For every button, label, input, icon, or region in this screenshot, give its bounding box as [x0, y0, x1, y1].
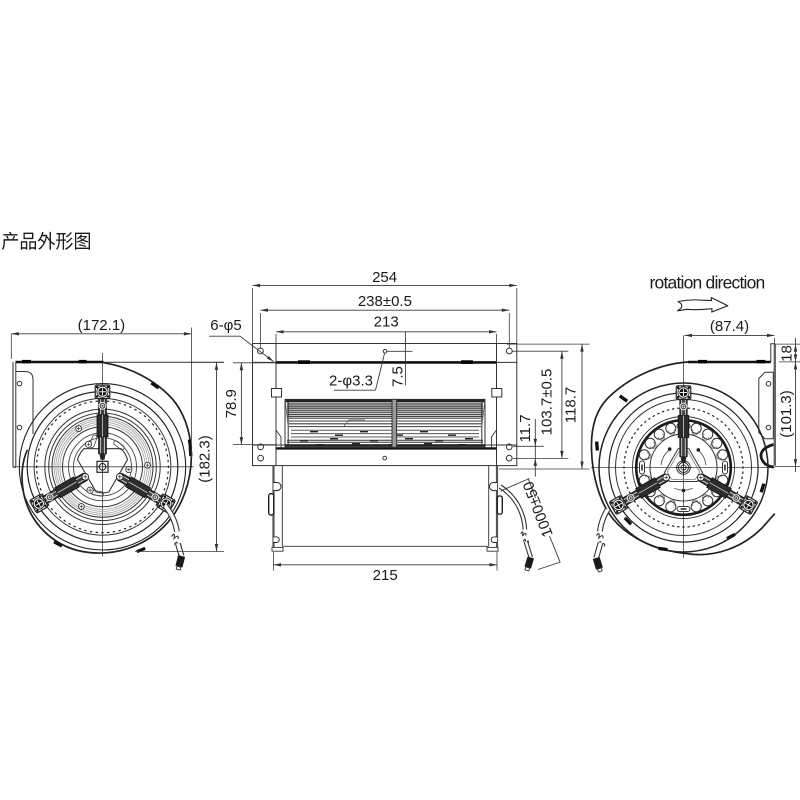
svg-text:18: 18 [779, 345, 796, 362]
svg-text:(87.4): (87.4) [710, 318, 749, 335]
svg-text:213: 213 [374, 314, 399, 331]
svg-text:(101.3): (101.3) [778, 390, 795, 438]
svg-text:238±0.5: 238±0.5 [358, 293, 412, 310]
svg-text:(182.3): (182.3) [197, 435, 214, 483]
svg-text:118.7: 118.7 [563, 387, 580, 423]
svg-text:6-φ5: 6-φ5 [210, 317, 241, 334]
svg-text:215: 215 [373, 567, 398, 584]
svg-text:78.9: 78.9 [223, 389, 240, 418]
svg-text:7.5: 7.5 [389, 366, 406, 387]
svg-text:2-φ3.3: 2-φ3.3 [329, 373, 373, 390]
svg-text:(172.1): (172.1) [78, 317, 126, 334]
svg-text:103.7±0.5: 103.7±0.5 [538, 369, 555, 436]
svg-text:rotation direction: rotation direction [650, 273, 765, 293]
svg-text:254: 254 [372, 269, 397, 286]
svg-text:11.7: 11.7 [517, 414, 534, 442]
